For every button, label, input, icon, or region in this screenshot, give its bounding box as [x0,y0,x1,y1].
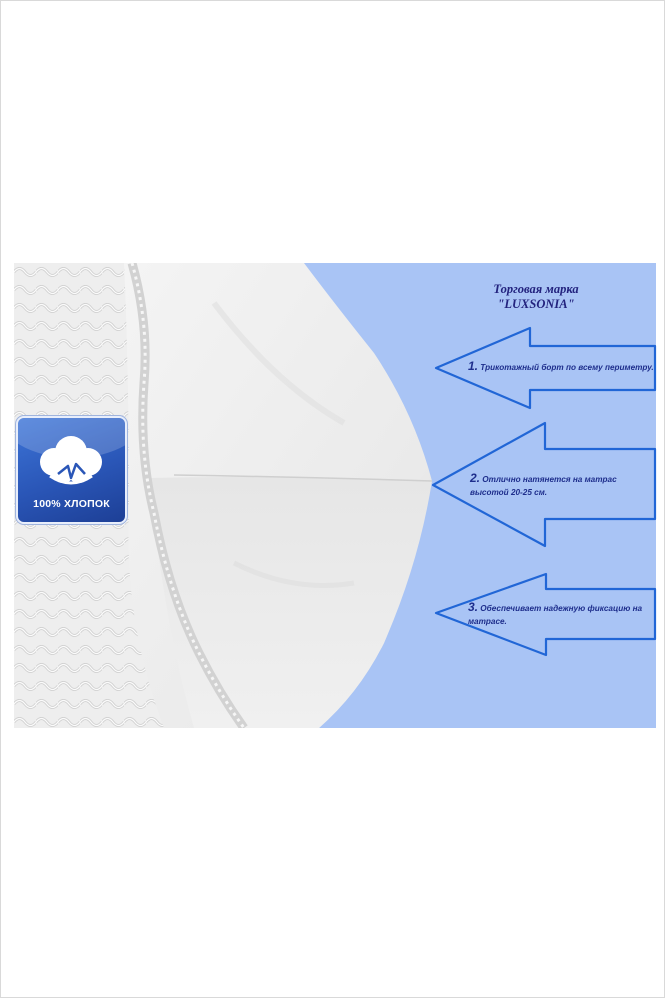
left-arrow-icon-1 [434,326,657,410]
feature-1: 1. Трикотажный борт по всему периметру. [468,360,667,374]
brand-line-2: "LUXSONIA" [497,297,575,311]
left-arrow-icon-2 [431,421,657,548]
left-arrow-icon-3 [434,572,657,657]
feature-3-number: 3. [468,600,479,614]
cotton-badge: 100% ХЛОПОК [18,418,125,522]
feature-3: 3. Обеспечивает надежную фиксацию на мат… [468,601,667,628]
cotton-icon [40,436,102,485]
mattress-illustration [14,263,656,728]
brand-title: Торговая марка "LUXSONIA" [466,282,606,312]
badge-label: 100% ХЛОПОК [33,498,110,510]
feature-2: 2. Отлично натянется на матрас высотой 2… [470,472,620,499]
feature-2-text: Отлично натянется на матрас высотой 20-2… [470,475,617,497]
product-photo [14,263,656,728]
brand-line-1: Торговая марка [493,282,579,296]
feature-1-number: 1. [468,359,479,373]
feature-2-number: 2. [470,471,481,485]
feature-1-text: Трикотажный борт по всему периметру. [480,363,654,372]
feature-3-text: Обеспечивает надежную фиксацию на матрас… [468,604,643,626]
